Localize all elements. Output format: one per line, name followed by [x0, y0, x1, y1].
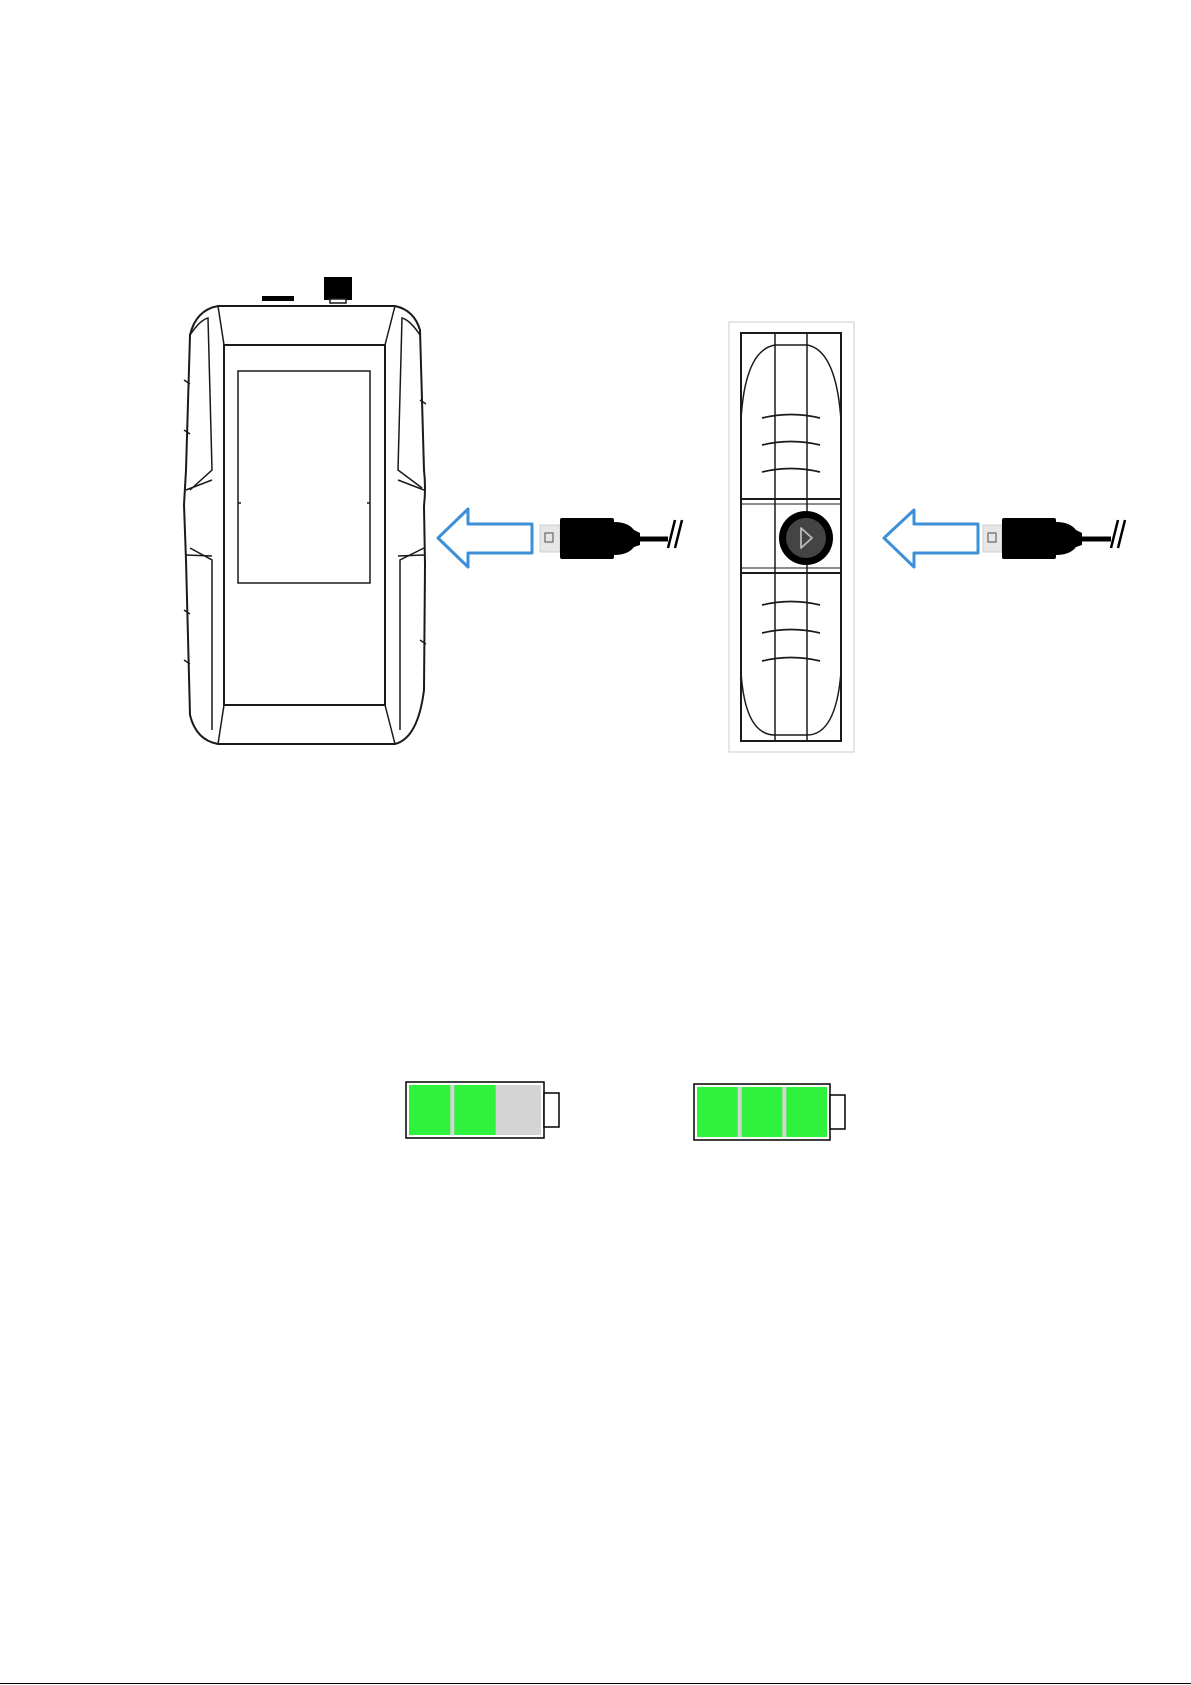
- battery-icon: [694, 1084, 845, 1140]
- device-bezel: [224, 345, 385, 705]
- battery-segment-filled: [409, 1085, 450, 1135]
- top-slot-button: [262, 296, 294, 301]
- left-arrow-icon: [884, 510, 978, 567]
- battery-cap: [830, 1095, 845, 1129]
- usb-connector-icon: [540, 518, 682, 559]
- play-button-icon: [779, 511, 833, 565]
- device-screen: [238, 371, 370, 583]
- page-bottom-rule: [0, 1683, 1191, 1684]
- left-arrow-icon: [438, 509, 532, 567]
- usb-connector-icon: [983, 518, 1125, 559]
- battery-segment-filled: [697, 1087, 738, 1137]
- battery-segment-filled: [454, 1085, 495, 1135]
- battery-cap: [544, 1093, 559, 1127]
- battery-icon: [406, 1082, 559, 1138]
- top-power-button: [324, 277, 352, 300]
- battery-segment-empty: [500, 1085, 541, 1135]
- battery-segment-filled: [786, 1087, 827, 1137]
- battery-segment-filled: [742, 1087, 783, 1137]
- device-front-view: [184, 277, 426, 744]
